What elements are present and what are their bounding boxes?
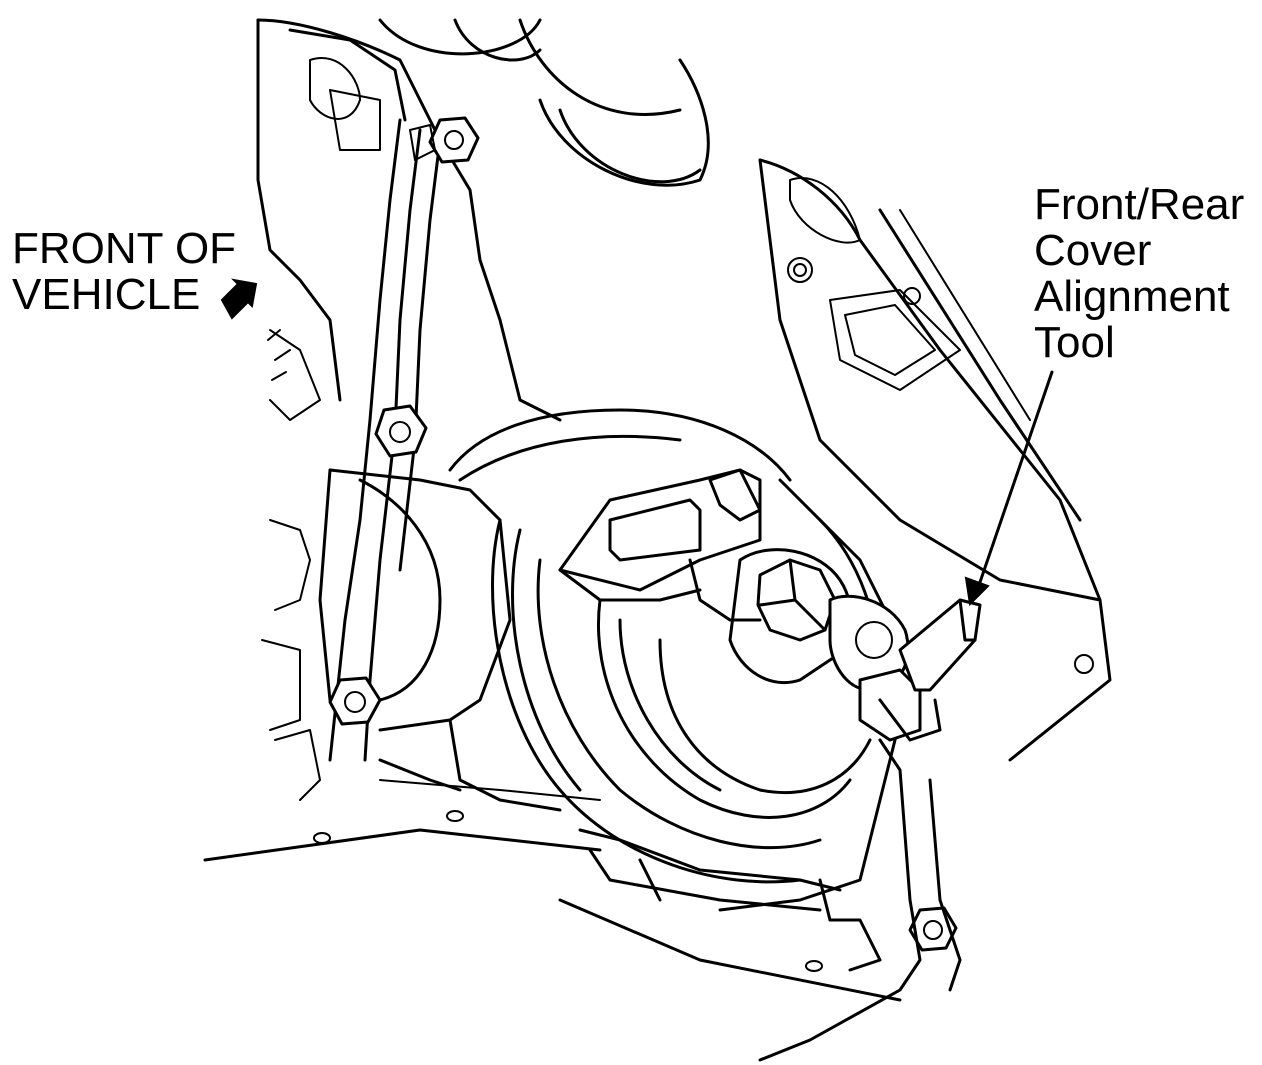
seal-housing (448, 408, 902, 922)
filled-arrow-icon (220, 278, 258, 320)
tool-label-line-4: Tool (1034, 318, 1115, 367)
bolt-top (409, 116, 480, 164)
front-of-vehicle-label: FRONT OF VEHICLE (12, 226, 236, 318)
bolt-lower (328, 676, 382, 726)
engine-block (256, 18, 1112, 762)
oil-pan (203, 718, 962, 1062)
tool-label-line-2: Cover (1034, 226, 1152, 275)
tool-label-line-1: Front/Rear (1034, 180, 1245, 229)
cover-rail (261, 118, 601, 801)
bolt-middle (374, 404, 428, 458)
leader-arrow-icon (964, 370, 1054, 607)
bolts (328, 116, 958, 952)
front-label-line-1: FRONT OF (12, 224, 237, 273)
tool-label-line-3: Alignment (1034, 272, 1230, 321)
alignment-tool (558, 468, 982, 742)
alignment-tool-label: Front/Rear Cover Alignment Tool (1034, 182, 1244, 366)
front-label-line-2: VEHICLE (12, 270, 201, 319)
